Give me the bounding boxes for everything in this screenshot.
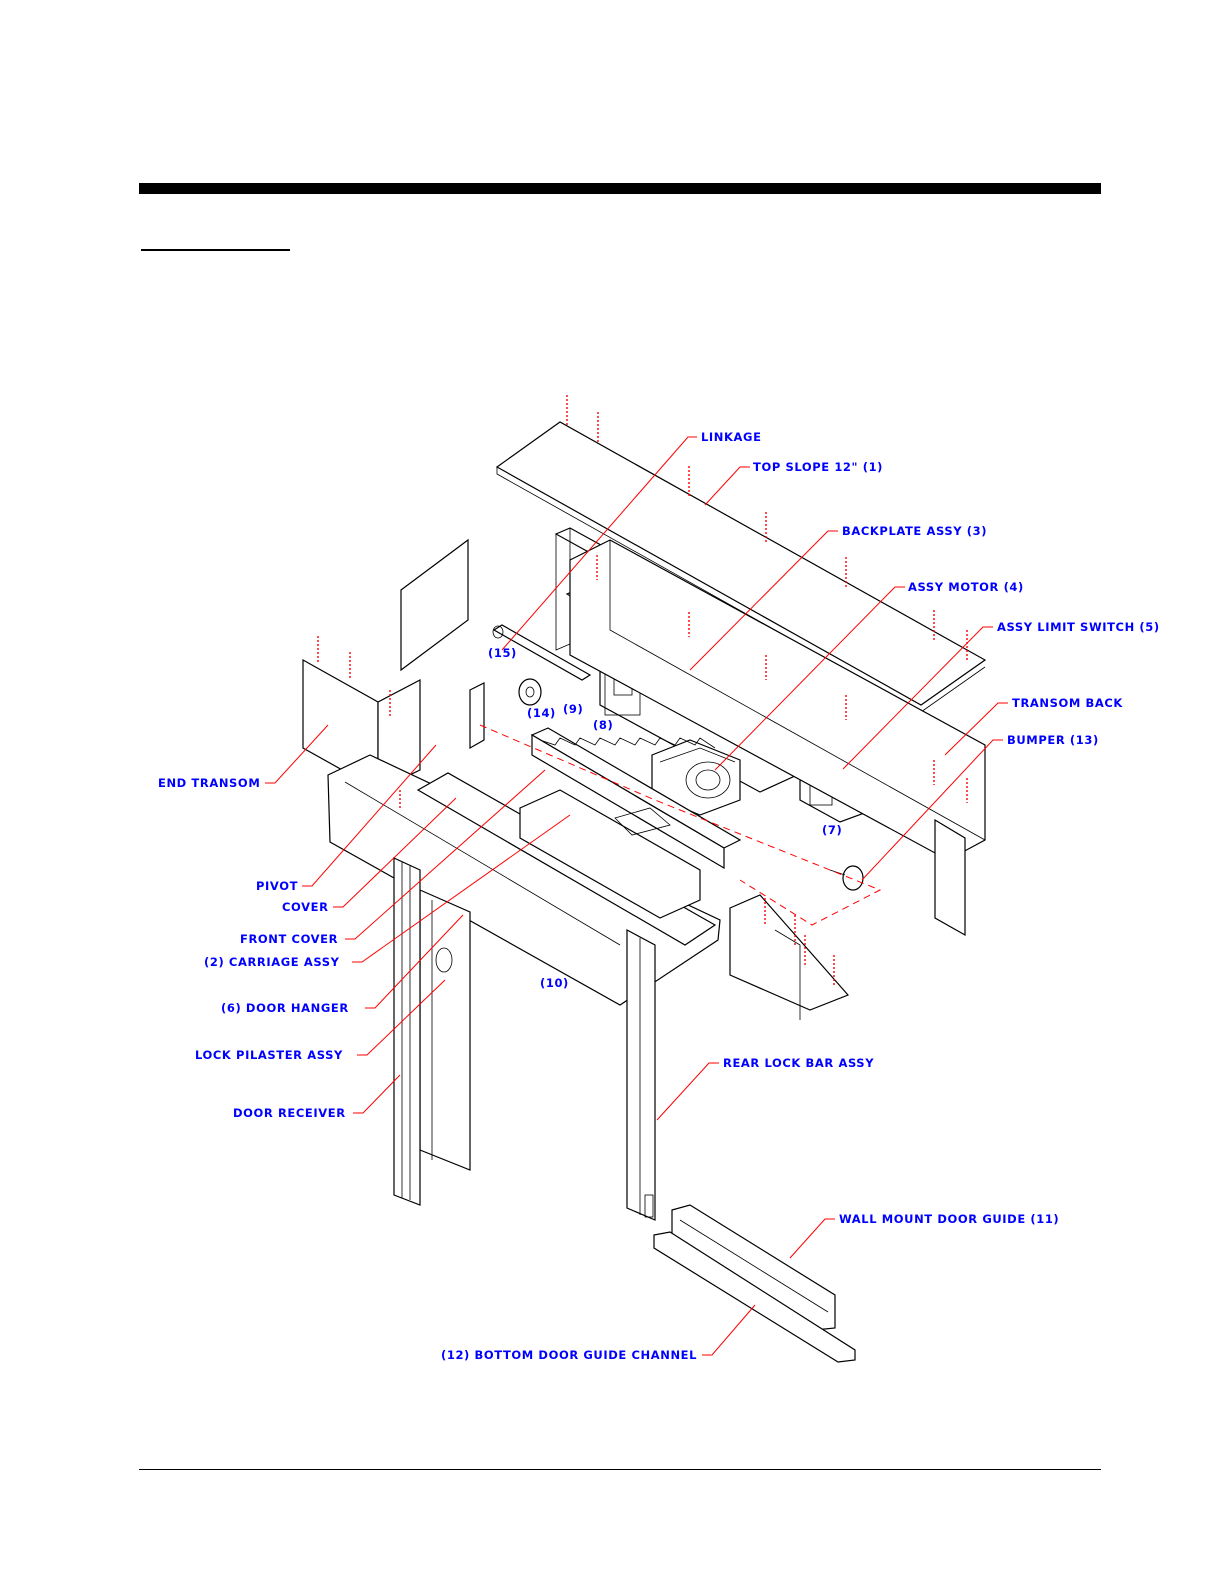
callout-bumper: BUMPER (13)	[1007, 733, 1099, 747]
pivot-bracket	[469, 682, 485, 750]
callout-end-transom: END TRANSOM	[158, 776, 260, 790]
side-panel-loose	[400, 538, 469, 672]
callout-transom-back: TRANSOM BACK	[1012, 696, 1123, 710]
callout-top-slope: TOP SLOPE 12" (1)	[753, 460, 883, 474]
callout-door-hanger: (6) DOOR HANGER	[221, 1001, 349, 1015]
callout-carriage-assy: (2) CARRIAGE ASSY	[204, 955, 340, 969]
door-hanger-end	[729, 894, 850, 1020]
assembly-path	[479, 724, 882, 926]
item-number-15: (15)	[488, 646, 517, 660]
carriage-plate	[519, 789, 701, 919]
callout-assy-motor: ASSY MOTOR (4)	[908, 580, 1024, 594]
roller-14	[518, 678, 542, 706]
linkage-part	[492, 624, 592, 681]
end-transom-panel	[302, 658, 421, 792]
callout-wall-mount-door-guide: WALL MOUNT DOOR GUIDE (11)	[839, 1212, 1059, 1226]
bumper-part	[829, 865, 864, 891]
callout-front-cover: FRONT COVER	[240, 932, 338, 946]
item-number-14: (14)	[527, 706, 556, 720]
callout-bottom-door-guide-channel: (12) BOTTOM DOOR GUIDE CHANNEL	[441, 1348, 697, 1362]
bottom-door-guide-channel	[653, 1231, 856, 1363]
callout-pivot: PIVOT	[256, 879, 298, 893]
leader-lines	[265, 436, 1008, 1356]
callout-assy-limit-switch: ASSY LIMIT SWITCH (5)	[997, 620, 1160, 634]
footer-rule	[139, 1469, 1101, 1470]
item-number-10: (10)	[540, 976, 569, 990]
callout-backplate-assy: BACKPLATE ASSY (3)	[842, 524, 987, 538]
item-number-8: (8)	[593, 718, 613, 732]
transom-back-frame	[569, 539, 986, 937]
screws	[317, 395, 968, 985]
lock-pilaster-assy	[419, 889, 471, 1171]
door-receiver	[393, 857, 421, 1206]
callout-door-receiver: DOOR RECEIVER	[233, 1106, 346, 1120]
header-rule	[139, 183, 1101, 194]
callout-lock-pilaster-assy: LOCK PILASTER ASSY	[195, 1048, 343, 1062]
heading-underline	[141, 249, 290, 251]
rear-lock-bar	[626, 928, 656, 1221]
callout-linkage: LINKAGE	[701, 430, 762, 444]
top-slope-panel	[495, 421, 987, 713]
item-number-9: (9)	[563, 702, 583, 716]
item-number-7: (7)	[822, 823, 842, 837]
callout-cover: COVER	[282, 900, 329, 914]
callout-rear-lock-bar-assy: REAR LOCK BAR ASSY	[723, 1056, 874, 1070]
